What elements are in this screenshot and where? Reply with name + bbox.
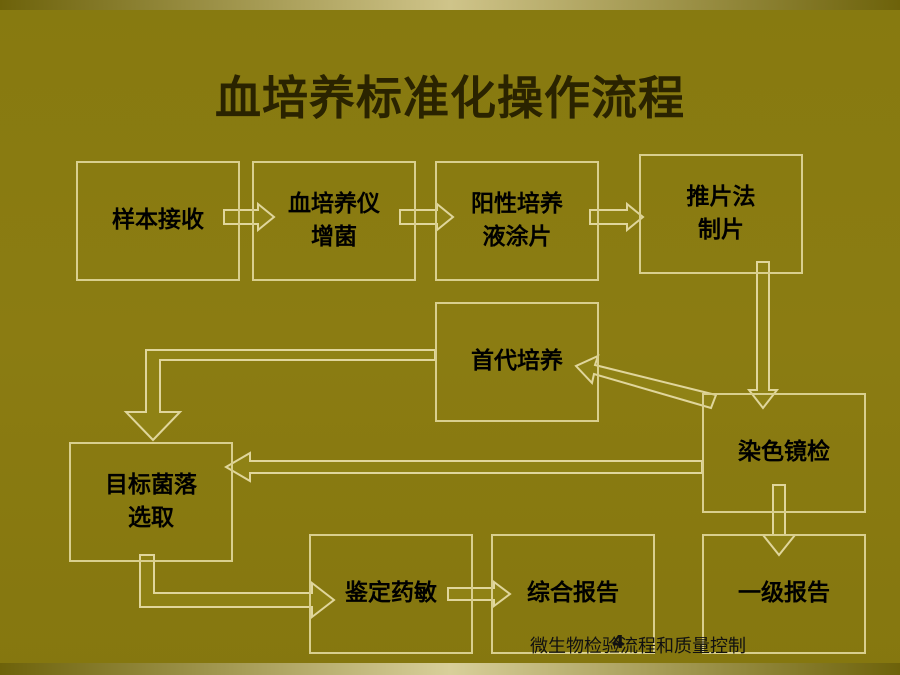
box-smear-preparation: 推片法 制片 [639, 154, 803, 274]
box-target-colony-selection-line-1: 目标菌落 [105, 471, 197, 498]
footer-caption: 微生物检验流程和质量控制 [530, 636, 746, 657]
box-smear-preparation-line-1: 推片法 [686, 183, 756, 210]
arrow-stain-to-first-culture [574, 354, 718, 410]
box-stain-microscopy: 染色镜检 [702, 393, 866, 513]
box-sample-receipt-line-1: 样本接收 [112, 207, 204, 234]
box-identification-susceptibility-line-1: 鉴定药敏 [345, 580, 437, 607]
bottom-edge-decoration [0, 663, 900, 675]
top-edge-decoration [0, 0, 900, 10]
box-sample-receipt: 样本接收 [76, 161, 240, 281]
box-comprehensive-report-line-1: 综合报告 [527, 580, 619, 607]
box-preliminary-report: 一级报告 [702, 534, 866, 654]
box-preliminary-report-line-1: 一级报告 [738, 580, 830, 607]
box-first-generation-culture: 首代培养 [435, 302, 599, 422]
arrow-smear-to-stain [746, 261, 780, 410]
box-blood-culture-incubation-line-2: 增菌 [311, 224, 357, 250]
box-first-generation-culture-line-1: 首代培养 [471, 348, 563, 375]
box-blood-culture-incubation-line-1: 血培养仪 [288, 190, 380, 217]
arrow-positive-to-smear [589, 201, 645, 233]
page-number: 4 [612, 632, 625, 653]
arrow-identify-to-final-report [447, 580, 512, 608]
box-comprehensive-report: 综合报告 [491, 534, 655, 654]
box-positive-culture-smear: 阳性培养 液涂片 [435, 161, 599, 281]
arrow-stain-to-target [224, 451, 703, 483]
arrow-target-to-identify [139, 554, 336, 620]
box-target-colony-selection: 目标菌落 选取 [69, 442, 233, 562]
box-positive-culture-smear-line-2: 液涂片 [482, 224, 552, 250]
box-target-colony-selection-line-2: 选取 [128, 505, 174, 531]
arrow-sample-to-incubate [223, 201, 276, 233]
arrow-first-culture-to-target [123, 349, 436, 442]
box-blood-culture-incubation: 血培养仪 增菌 [252, 161, 416, 281]
box-identification-susceptibility: 鉴定药敏 [309, 534, 473, 654]
box-stain-microscopy-line-1: 染色镜检 [738, 439, 830, 466]
page-title: 血培养标准化操作流程 [215, 71, 685, 125]
arrow-incubate-to-positive [399, 201, 455, 233]
box-smear-preparation-line-2: 制片 [698, 217, 744, 243]
box-positive-culture-smear-line-1: 阳性培养 [471, 190, 563, 217]
